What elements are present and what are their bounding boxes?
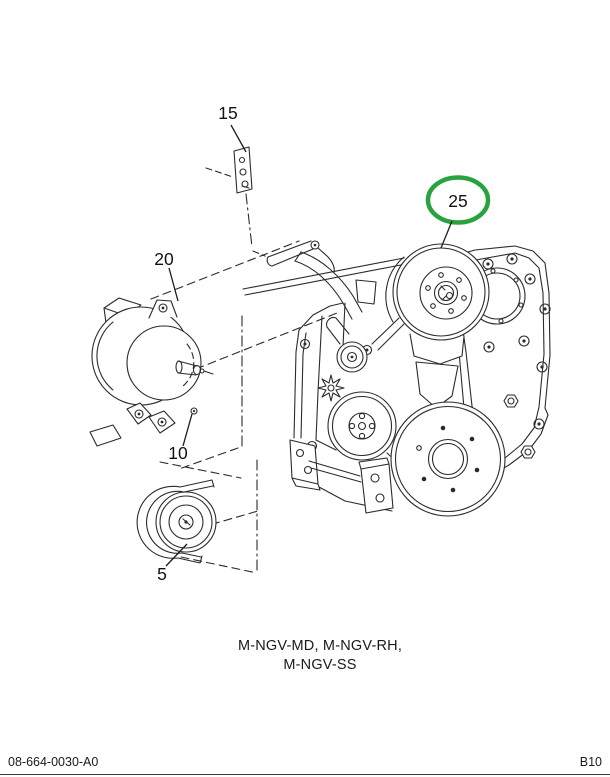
figure-caption: M-NGV-MD, M-NGV-RH, M-NGV-SS: [30, 637, 610, 675]
caption-line-2: M-NGV-SS: [283, 657, 357, 673]
callout-label-5[interactable]: 5: [157, 564, 167, 584]
projection-dashed-lines: [150, 167, 338, 574]
callout-10[interactable]: 10: [168, 413, 193, 463]
small-pulley-drawing: [136, 479, 217, 564]
callout-label-15[interactable]: 15: [218, 103, 237, 123]
strap-bracket-drawing: [233, 146, 253, 194]
crankshaft-damper-drawing: [390, 401, 506, 517]
cover-bolt-bosses: [482, 253, 551, 430]
water-pump-pulley-drawing: [392, 243, 490, 341]
mount-bracket-arm-drawing: [294, 251, 363, 320]
callout-label-20[interactable]: 20: [154, 249, 174, 269]
mount-bolt-drawing: [190, 407, 198, 415]
alternator-drawing: [89, 297, 214, 447]
footer-divider: [0, 774, 610, 775]
caption-line-1: M-NGV-MD, M-NGV-RH,: [237, 638, 403, 654]
callout-15[interactable]: 15: [218, 103, 247, 153]
page-code: B10: [579, 755, 602, 769]
drive-belt-upper-span: [242, 257, 407, 296]
callout-label-25[interactable]: 25: [448, 191, 467, 211]
belt-tensioner-drawing: [317, 317, 368, 402]
document-number: 08-664-0030-A0: [8, 755, 99, 769]
callout-25[interactable]: 25: [425, 175, 491, 249]
idler-pulley-drawing: [327, 391, 397, 461]
callout-5[interactable]: 5: [157, 543, 188, 584]
water-pump-body-drawing: [385, 256, 465, 409]
callout-label-10[interactable]: 10: [168, 443, 188, 463]
pivot-rod-drawing: [266, 240, 335, 273]
lower-mount-bracket-drawing: [358, 457, 394, 514]
part-25-highlight-ellipse: [425, 175, 491, 225]
engine-block-drawing: [289, 279, 393, 512]
callout-20[interactable]: 20: [154, 249, 179, 302]
alternator-shaft-stud: [175, 360, 214, 376]
